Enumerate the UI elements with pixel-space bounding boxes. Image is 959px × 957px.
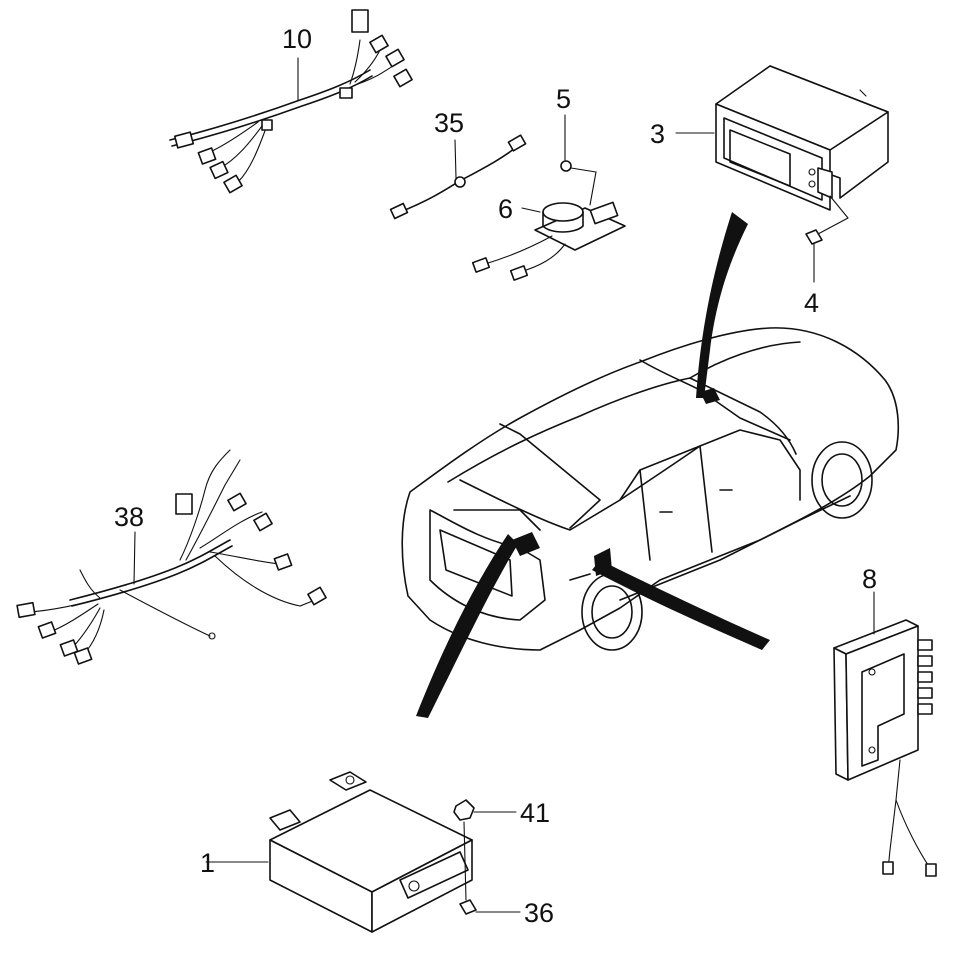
callout-41: 41: [520, 798, 550, 828]
callout-36: 36: [524, 898, 554, 928]
callout-5: 5: [556, 84, 571, 114]
nut-41: 41: [453, 798, 550, 901]
callout-1: 1: [200, 848, 215, 878]
callout-38: 38: [114, 502, 144, 532]
control-unit-8: 8: [833, 564, 937, 877]
bolt-4: 4: [804, 229, 823, 318]
callout-3: 3: [650, 119, 665, 149]
callout-35: 35: [434, 108, 464, 138]
location-arrows: [416, 212, 770, 718]
navigation-head-unit-3: 3: [650, 65, 889, 235]
control-module-1: 1: [200, 771, 473, 933]
bolt-36: 36: [459, 898, 554, 928]
screw-5: 5: [556, 84, 597, 206]
antenna-cable-35: 35: [389, 108, 527, 220]
callout-4: 4: [804, 288, 819, 318]
wiring-harness-10: 10: [169, 9, 413, 194]
vehicle-outline: [401, 327, 900, 651]
callout-10: 10: [282, 24, 312, 54]
gps-antenna-module-6: 6: [471, 194, 626, 281]
callout-8: 8: [862, 564, 877, 594]
callout-6: 6: [498, 194, 513, 224]
wiring-harness-38: 38: [16, 449, 327, 665]
